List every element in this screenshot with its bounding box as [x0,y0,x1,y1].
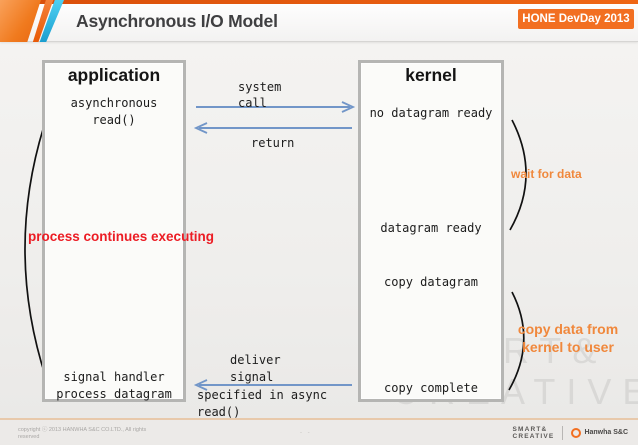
kernel-state-copy-complete: copy complete [384,381,478,395]
system-call-label: system call [238,80,282,110]
hanwha-circle-icon [571,427,582,438]
signal-handler-label: signal handler process datagram [56,370,172,401]
hanwha-logo: Hanwha S&C [571,427,628,438]
copy-data-note: copy data from kernel to user [517,321,619,355]
kernel-box [358,60,504,402]
logo-divider [562,425,564,440]
page-number: - - [300,430,312,436]
hanwha-logo-text: Hanwha S&C [584,429,628,436]
top-accent-strip [0,0,638,4]
kernel-state-copy-datagram: copy datagram [384,275,478,289]
smart-creative-logo: SMART& CREATIVE [512,425,555,440]
footer-logos: SMART& CREATIVE Hanwha S&C [512,420,628,445]
process-continues-note: process continues executing [28,229,215,244]
return-arrow [193,122,352,134]
application-read-label: asynchronous read() [70,96,158,127]
specified-in-async-label: specified in async read() [197,388,328,419]
deliver-signal-label: deliver signal [230,353,281,384]
kernel-state-datagram-ready: datagram ready [380,221,482,235]
page-title: Asynchronous I/O Model [76,11,278,31]
application-box [42,60,186,402]
copyright-text: copyright ⓒ 2013 HANWHA S&C CO.LTD., All… [18,427,147,440]
return-label: return [251,136,295,150]
event-badge: HONE DevDay 2013 [518,9,634,29]
slide-footer: copyright ⓒ 2013 HANWHA S&C CO.LTD., All… [0,418,638,445]
kernel-state-no-datagram: no datagram ready [369,106,493,120]
slide-header: Asynchronous I/O Model HONE DevDay 2013 [0,0,638,42]
kernel-title: kernel [405,65,457,85]
application-title: application [67,65,161,85]
wait-for-data-note: wait for data [511,167,582,181]
